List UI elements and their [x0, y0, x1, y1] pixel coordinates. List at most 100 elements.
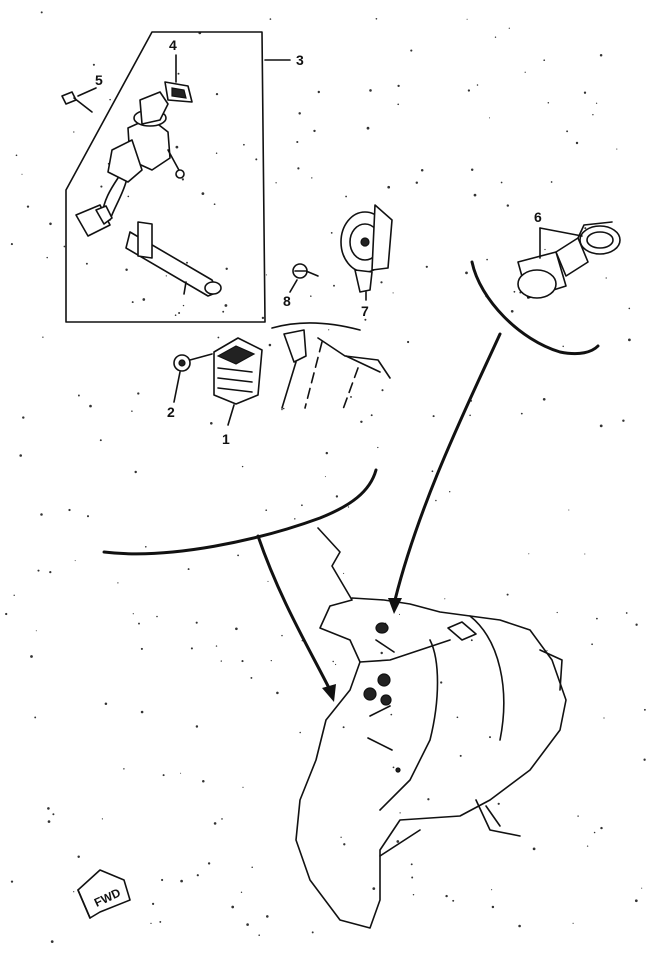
background-speck	[625, 612, 628, 614]
background-speck	[195, 725, 199, 728]
background-speck	[207, 862, 211, 865]
background-speck	[99, 439, 102, 442]
background-speck	[360, 420, 363, 424]
background-speck	[182, 304, 185, 307]
background-speck	[299, 731, 301, 734]
background-speck	[281, 408, 283, 411]
background-speck	[180, 879, 183, 883]
background-speck	[86, 515, 90, 518]
background-speck	[584, 227, 587, 230]
background-speck	[190, 647, 193, 650]
background-speck	[387, 185, 391, 189]
background-speck	[440, 681, 443, 684]
background-speck	[222, 310, 225, 313]
background-speck	[150, 922, 152, 925]
horn-part	[340, 204, 393, 293]
background-speck	[241, 660, 244, 663]
background-speck	[510, 309, 514, 313]
background-speck	[345, 195, 347, 198]
background-speck	[196, 874, 199, 877]
background-speck	[556, 611, 558, 614]
background-speck	[297, 167, 300, 170]
background-speck	[605, 277, 607, 279]
background-speck	[40, 513, 43, 516]
background-speck	[643, 758, 646, 761]
callout-2: 2	[167, 404, 175, 420]
background-speck	[282, 407, 285, 410]
background-speck	[520, 412, 523, 415]
main-switch-group-box	[65, 31, 291, 323]
background-speck	[350, 395, 352, 398]
background-speck	[562, 345, 564, 348]
background-speck	[174, 314, 177, 317]
background-speck	[49, 570, 52, 574]
background-speck	[397, 84, 400, 88]
background-speck	[399, 812, 401, 814]
background-speck	[575, 141, 579, 145]
background-speck	[593, 831, 596, 834]
background-speck	[591, 643, 593, 646]
background-speck	[215, 152, 218, 154]
background-speck	[85, 262, 88, 265]
background-speck	[241, 465, 244, 468]
background-speck	[381, 389, 384, 392]
background-speck	[217, 336, 220, 339]
fwd-direction-icon: FWD	[77, 869, 131, 919]
background-speck	[397, 103, 400, 106]
background-speck	[269, 18, 272, 20]
background-speck	[311, 931, 314, 934]
background-speck	[335, 495, 339, 498]
background-speck	[497, 802, 500, 805]
callout-5: 5	[95, 72, 103, 88]
background-speck	[109, 98, 111, 101]
background-speck	[220, 660, 222, 662]
background-speck	[396, 840, 400, 843]
background-speck	[77, 855, 80, 859]
background-speck	[258, 934, 260, 936]
background-speck	[161, 878, 164, 882]
background-speck	[583, 91, 587, 94]
background-speck	[34, 716, 37, 719]
background-speck	[469, 414, 471, 417]
scooter-internal-parts	[363, 622, 401, 773]
background-speck	[144, 545, 147, 548]
screw-part-8	[292, 263, 319, 279]
background-speck	[301, 504, 303, 507]
background-speck	[392, 766, 395, 769]
background-speck	[35, 630, 37, 632]
background-speck	[68, 508, 71, 512]
background-speck	[476, 84, 479, 86]
background-speck	[547, 101, 550, 104]
background-speck	[261, 316, 265, 320]
background-speck	[466, 18, 468, 20]
background-speck	[369, 89, 372, 92]
background-speck	[392, 292, 394, 294]
background-speck	[584, 553, 586, 555]
background-speck	[275, 182, 277, 184]
background-speck	[628, 338, 631, 342]
background-speck	[635, 623, 638, 626]
background-speck	[231, 905, 235, 909]
background-speck	[13, 594, 15, 597]
background-speck	[603, 717, 605, 719]
background-speck	[49, 222, 52, 226]
background-speck	[117, 582, 119, 584]
background-speck	[380, 651, 383, 655]
background-speck	[186, 261, 188, 264]
background-speck	[449, 491, 451, 493]
background-speck	[313, 129, 316, 133]
background-speck	[465, 271, 468, 275]
background-speck	[265, 509, 268, 512]
background-speck	[377, 446, 379, 449]
rectifier-part	[213, 337, 263, 426]
background-speck	[432, 415, 435, 418]
background-speck	[47, 820, 51, 823]
background-speck	[599, 53, 603, 57]
background-speck	[5, 612, 8, 616]
background-speck	[46, 256, 48, 259]
background-speck	[491, 889, 493, 891]
background-speck	[599, 424, 603, 428]
background-speck	[641, 887, 643, 889]
background-speck	[215, 645, 218, 647]
background-speck	[215, 92, 219, 96]
